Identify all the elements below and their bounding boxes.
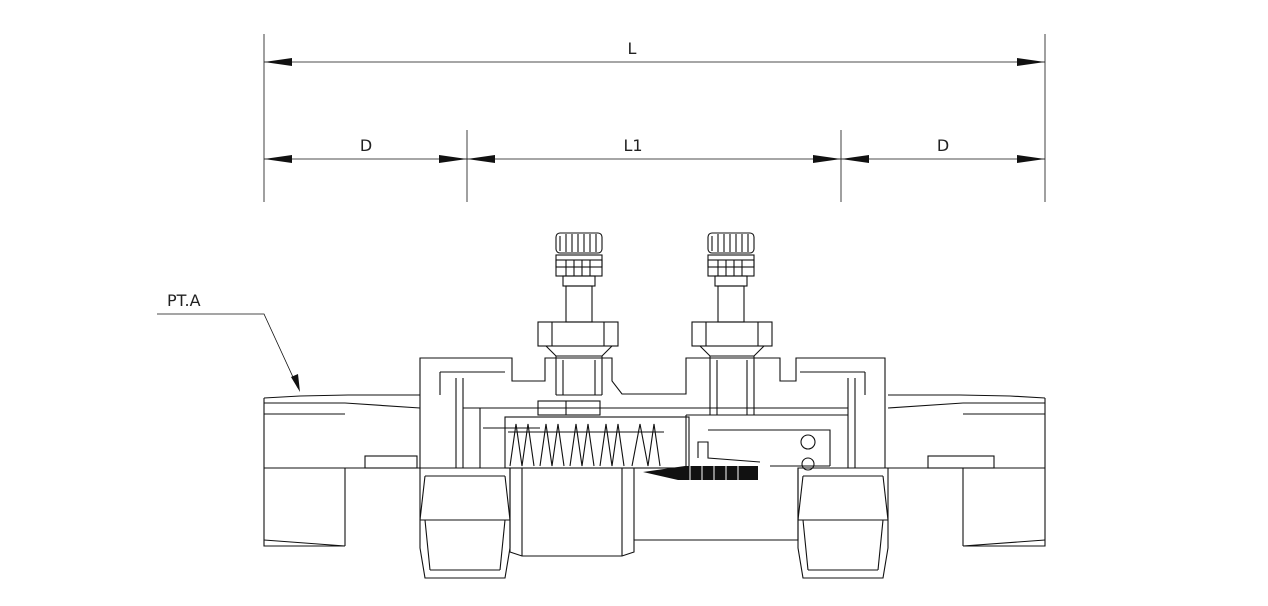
arrowhead bbox=[439, 155, 467, 163]
thread-callout: PT.A bbox=[157, 291, 300, 392]
arrowhead bbox=[264, 58, 292, 66]
arrowhead bbox=[813, 155, 841, 163]
leader-line bbox=[157, 313, 299, 389]
dimension-label-l: L bbox=[628, 39, 637, 58]
upper-housing bbox=[419, 357, 886, 468]
valve-body bbox=[263, 232, 1046, 579]
right-threaded-end bbox=[887, 394, 1046, 547]
dimension-label-l1: L1 bbox=[623, 136, 642, 155]
arrowhead bbox=[1017, 58, 1045, 66]
right-test-port bbox=[691, 232, 773, 415]
arrowhead bbox=[291, 374, 300, 392]
dimension-label-d-right: D bbox=[937, 136, 949, 155]
check-spring bbox=[504, 400, 690, 469]
left-test-port bbox=[537, 232, 619, 396]
dimension-label-d-left: D bbox=[360, 136, 372, 155]
arrowhead bbox=[467, 155, 495, 163]
arrowhead bbox=[841, 155, 869, 163]
arrowhead bbox=[1017, 155, 1045, 163]
dimension-overall-length: L bbox=[263, 34, 1046, 202]
dimension-segment-lengths: D L1 D bbox=[264, 130, 1045, 202]
left-threaded-end bbox=[263, 394, 421, 547]
right-hex-nut bbox=[797, 467, 889, 579]
left-hex-nut bbox=[419, 467, 511, 579]
flow-direction-arrow bbox=[643, 466, 758, 480]
flap-mechanism bbox=[697, 429, 831, 471]
thread-callout-label: PT.A bbox=[167, 291, 201, 310]
arrowhead bbox=[264, 155, 292, 163]
center-tube bbox=[509, 468, 799, 557]
